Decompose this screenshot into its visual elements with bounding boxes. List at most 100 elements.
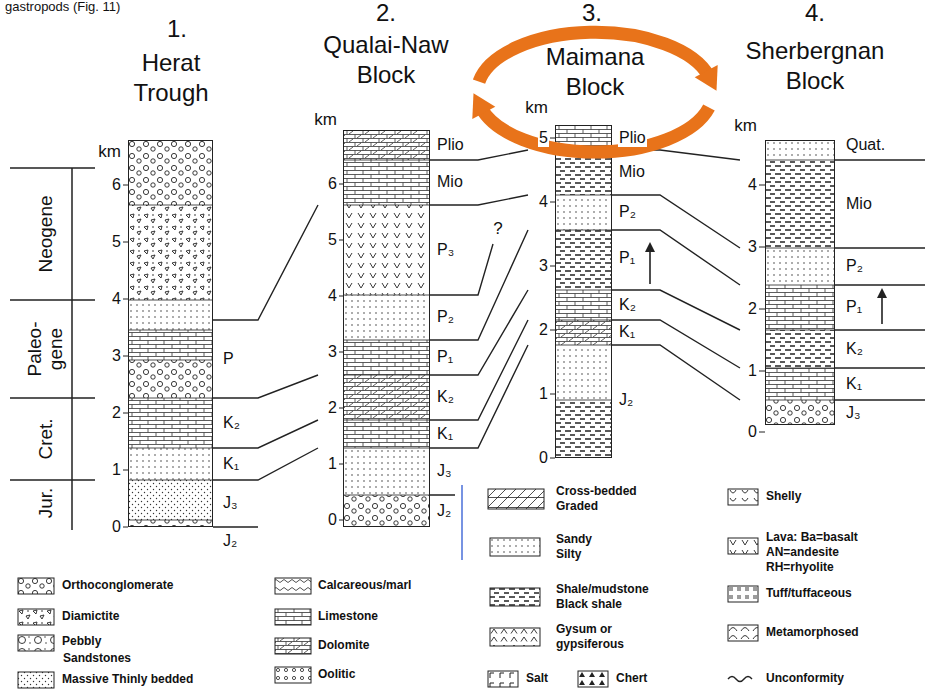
depth-number: 3 [327,343,338,361]
age-label: P₂ [845,257,864,275]
lithology-fill [555,290,612,320]
column-outline [556,126,612,458]
depth-number: 4 [747,176,758,194]
legend-swatch [17,634,55,652]
swatch-fill [275,638,311,654]
swatch-fill [18,635,54,651]
legend-swatch [489,587,541,607]
bed-boundary [555,230,612,231]
depth-tick [759,247,765,248]
depth-tick [123,242,128,243]
period-label: Paleo- gene [25,321,67,378]
legend-text: Dolomite [318,638,369,653]
column-number: 3. [562,0,622,26]
depth-number: 5 [111,233,122,251]
lithology-fill [343,420,430,448]
legend-swatch [17,577,55,595]
swatch-fill [18,609,54,625]
swatch-fill [275,578,311,594]
swatch-fill [728,489,758,505]
depth-tick [339,184,343,185]
age-label: K₂ [618,296,637,314]
bed-boundary [765,400,835,401]
bed-boundary [765,368,835,369]
column-pattern [555,125,612,458]
swatch-fill [490,588,540,606]
rotation-arc [479,32,709,81]
bed-boundary [343,375,430,376]
depth-unit: km [313,111,338,130]
depth-tick [550,266,555,267]
column-number: 4. [785,0,845,26]
age-label: J₃ [845,404,862,422]
age-label: Quat. [845,136,886,154]
legend-swatch [489,537,541,557]
legend-text: Gysum or gypsiferous [556,622,641,652]
strat-column: 3.Maimana Block [555,125,612,458]
uncertain-mark: ? [492,220,503,239]
age-label: J₂ [222,532,238,550]
swatch-fill [488,671,518,687]
depth-number: 1 [111,461,122,479]
swatch-fill [728,538,758,554]
lithology-fill [343,160,430,205]
lithology-fill [765,400,835,425]
period-grid [10,168,95,530]
swatch-fill [728,586,758,602]
rotation-arc [481,108,709,153]
bed-boundary [343,205,430,206]
depth-number: 0 [538,449,549,467]
legend-text: Tuff/tuffaceous [766,586,852,601]
age-label: J₂ [618,391,634,409]
swatch-fill [490,628,540,646]
legend-text: Cross-bedded Graded [556,484,656,514]
lithology-fill [555,195,612,230]
age-label: K₂ [436,388,455,406]
lithology-fill [128,398,213,448]
depth-number: 0 [747,423,758,441]
age-label: K₁ [845,375,863,393]
lithology-fill [765,368,835,400]
legend-text: Orthoconglomerate [62,578,173,593]
lithology-fill [343,448,430,495]
margin-line [461,485,463,560]
legend-text: Chert [616,671,647,686]
depth-tick [339,240,343,241]
rotation-arrowhead [695,65,718,91]
uplift-arrowhead [877,288,887,298]
depth-tick [123,356,128,357]
swatch-fill [275,609,311,625]
legend-text: Shelly [766,489,801,504]
depth-number: 1 [327,455,338,473]
legend-swatch [487,488,545,510]
bed-boundary [555,195,612,196]
bed-boundary [343,448,430,449]
age-label: K₁ [618,323,636,341]
age-label: P [222,350,235,368]
bed-boundary [343,160,430,161]
depth-number: 3 [538,257,549,275]
age-label: Mio [618,163,646,181]
bed-boundary [343,495,430,496]
depth-number: 4 [538,193,549,211]
column-outline [766,141,835,425]
column-outline [129,141,213,527]
bed-boundary [343,340,430,341]
age-label: P₂ [618,203,637,221]
period-label: Neogene [36,194,57,273]
depth-unit: km [524,99,549,118]
legend-swatch [727,624,759,642]
depth-tick [123,299,128,300]
lithology-fill [128,330,213,360]
age-label: Mio [436,173,464,191]
bed-boundary [343,420,430,421]
legend-text: Lava: Ba=basalt AN=andesite RH=rhyolite [766,530,881,575]
unconformity-line [728,677,752,682]
lithology-fill [343,295,430,340]
lithology-fill [128,205,213,300]
depth-number: 2 [327,399,338,417]
bed-boundary [555,400,612,401]
strat-column: 2.Qualai-Naw Block [343,130,430,527]
bed-boundary [343,295,430,296]
